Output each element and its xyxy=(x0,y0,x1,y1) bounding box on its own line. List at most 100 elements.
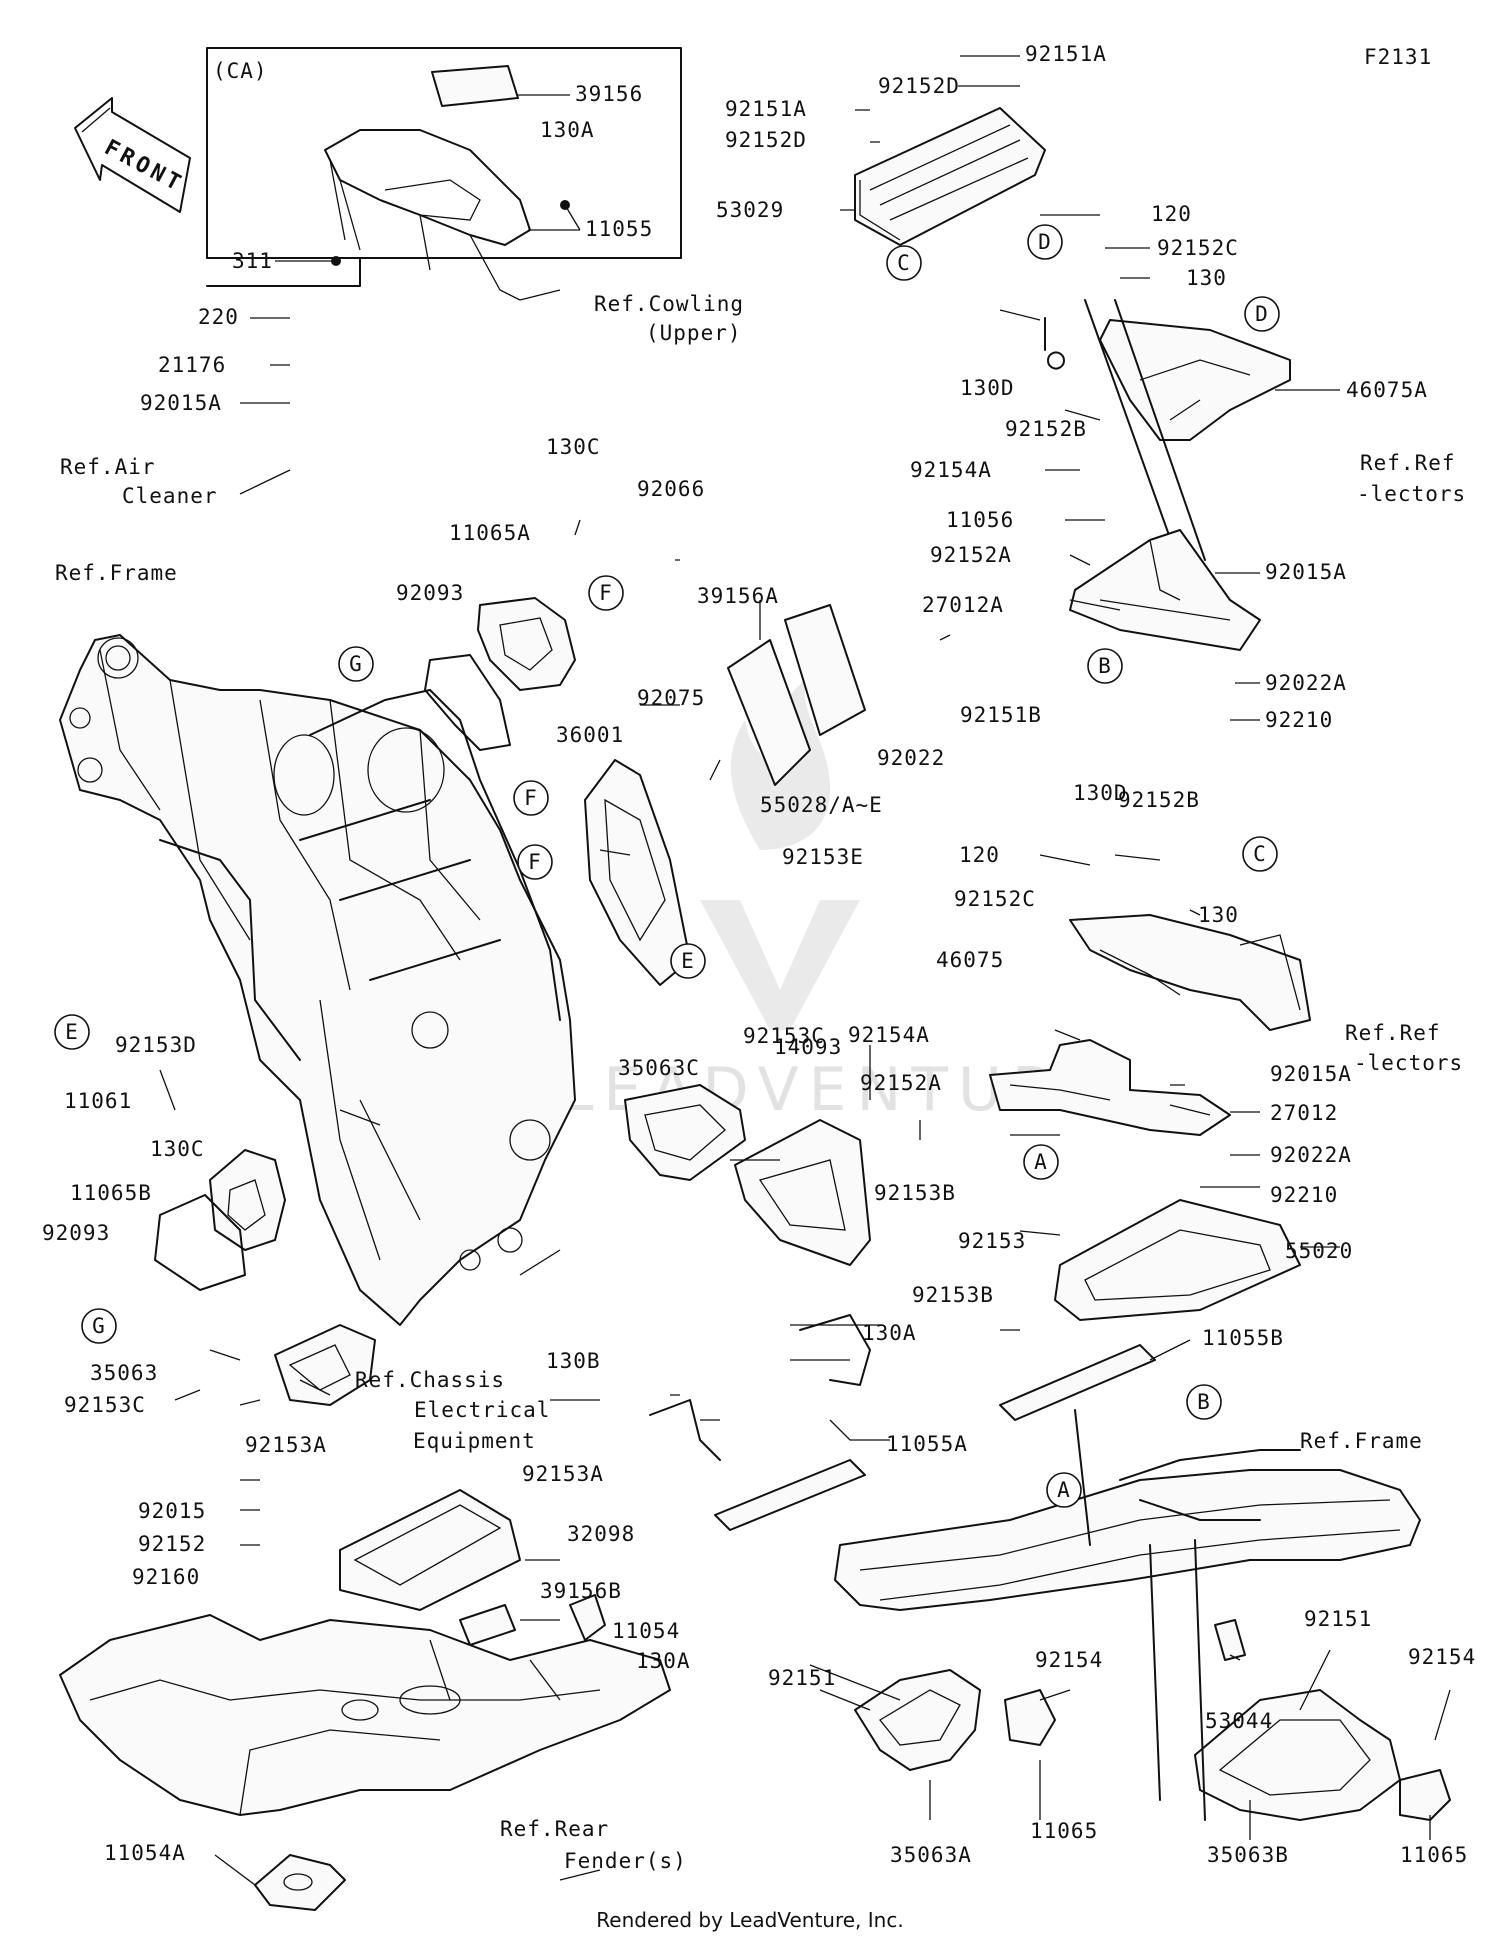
part-label: 92154 xyxy=(1408,1645,1476,1669)
part-label: 130D xyxy=(960,376,1015,400)
part-label: 92152D xyxy=(725,128,807,152)
part-label: Ref.Ref xyxy=(1345,1021,1441,1045)
part-label: 11056 xyxy=(946,508,1014,532)
part-14093-cover xyxy=(734,1119,871,1266)
front-arrow: FRONT xyxy=(74,97,191,213)
part-label: 27012A xyxy=(922,593,1004,617)
part-39156B-sheet xyxy=(459,1604,516,1646)
part-label: 92153A xyxy=(245,1433,327,1457)
svg-text:B: B xyxy=(1197,1390,1211,1414)
part-label: 92152B xyxy=(1118,788,1200,812)
part-label: 92153C xyxy=(64,1393,146,1417)
part-label: 11054 xyxy=(612,1619,680,1643)
part-label: 92153B xyxy=(874,1181,956,1205)
part-53044 xyxy=(1214,1619,1246,1661)
part-label: Ref.Frame xyxy=(55,561,178,585)
figure-code: F2131 xyxy=(1364,45,1432,69)
callout-circle: G xyxy=(338,646,374,682)
part-label: 11065B xyxy=(70,1181,152,1205)
part-label: 92153E xyxy=(782,845,864,869)
svg-text:D: D xyxy=(1255,302,1269,326)
part-27012-footpeg xyxy=(989,1039,1231,1136)
callout-circle: A xyxy=(1046,1472,1082,1508)
part-label: 311 xyxy=(232,249,273,273)
ca-inset xyxy=(206,47,682,301)
leader-lines xyxy=(159,55,1451,1886)
callout-circle: D xyxy=(1244,296,1280,332)
part-label: 92152C xyxy=(954,887,1036,911)
svg-text:E: E xyxy=(681,949,695,973)
part-label: 92152 xyxy=(138,1532,206,1556)
part-label: 92022A xyxy=(1265,671,1347,695)
part-label: Electrical xyxy=(414,1398,550,1422)
part-label: 130 xyxy=(1198,903,1239,927)
front-label: FRONT xyxy=(100,135,188,198)
part-label: 14093 xyxy=(774,1035,842,1059)
part-label: 130 xyxy=(1186,266,1227,290)
part-label: 21176 xyxy=(158,353,226,377)
part-label: 92154A xyxy=(848,1023,930,1047)
svg-text:F: F xyxy=(528,850,542,874)
part-46075-bracket xyxy=(1069,914,1311,1031)
right-center-parts xyxy=(649,914,1311,1531)
callout-circle: F xyxy=(513,780,549,816)
part-label: 92066 xyxy=(637,477,705,501)
part-label: Ref.Ref xyxy=(1360,451,1456,475)
part-label: 53044 xyxy=(1205,1709,1273,1733)
part-label: 92015A xyxy=(1265,560,1347,584)
part-chassis-bracket xyxy=(799,1314,871,1386)
watermark-v-icon xyxy=(700,900,860,1030)
callouts: C D D B F G F F E E C A G B A xyxy=(54,224,1280,1508)
part-label: 92151 xyxy=(1304,1607,1372,1631)
center-parts xyxy=(274,604,871,1406)
part-label: 92152A xyxy=(930,543,1012,567)
part-label: 35063 xyxy=(90,1361,158,1385)
part-label: Fender(s) xyxy=(564,1849,687,1873)
part-label: -lectors xyxy=(1357,482,1466,506)
part-11055A-strip xyxy=(714,1459,866,1531)
part-35063A-bracket xyxy=(854,1669,981,1771)
callout-circle: G xyxy=(81,1308,117,1344)
part-39156-pad xyxy=(431,65,519,107)
part-label: 130C xyxy=(546,435,601,459)
part-label: 36001 xyxy=(556,723,624,747)
part-label: 130A xyxy=(636,1649,691,1673)
part-label: 11065 xyxy=(1030,1819,1098,1843)
svg-text:F: F xyxy=(599,581,613,605)
callout-circle: F xyxy=(588,575,624,611)
part-label: 32098 xyxy=(567,1522,635,1546)
svg-text:E: E xyxy=(65,1020,79,1044)
part-label: 27012 xyxy=(1270,1101,1338,1125)
inset-label: (CA) xyxy=(213,59,268,83)
callout-circle: C xyxy=(1242,836,1278,872)
callout-circle: D xyxy=(1027,224,1063,260)
part-92093-gasket xyxy=(424,654,511,751)
part-label: 92151 xyxy=(768,1666,836,1690)
part-label: 35063A xyxy=(890,1843,972,1867)
part-label: 92015A xyxy=(140,391,222,415)
part-label: 220 xyxy=(198,305,239,329)
subframe-rail xyxy=(834,1469,1421,1611)
part-label: 92154 xyxy=(1035,1648,1103,1672)
part-55028-cover xyxy=(784,604,866,736)
part-53029-footpeg-rubber xyxy=(854,107,1046,246)
part-11065B-cover xyxy=(209,1149,286,1251)
part-label: 92075 xyxy=(637,686,705,710)
part-label: 92015 xyxy=(138,1499,206,1523)
part-label: 92152A xyxy=(860,1071,942,1095)
part-11055-bracket xyxy=(324,129,531,246)
part-label: 130C xyxy=(150,1137,205,1161)
part-label: 92153B xyxy=(912,1283,994,1307)
part-label: 39156 xyxy=(575,82,643,106)
part-label: Ref.Air xyxy=(60,455,156,479)
main-frame xyxy=(59,634,576,1326)
callout-circle: A xyxy=(1023,1144,1059,1180)
callout-circle: B xyxy=(1087,648,1123,684)
part-label: 130D xyxy=(1073,781,1128,805)
part-label: 11055B xyxy=(1202,1326,1284,1350)
part-11054-bracket xyxy=(569,1594,606,1641)
part-label: 92154A xyxy=(910,458,992,482)
part-label: 92152D xyxy=(878,74,960,98)
callout-circle: B xyxy=(1186,1384,1222,1420)
